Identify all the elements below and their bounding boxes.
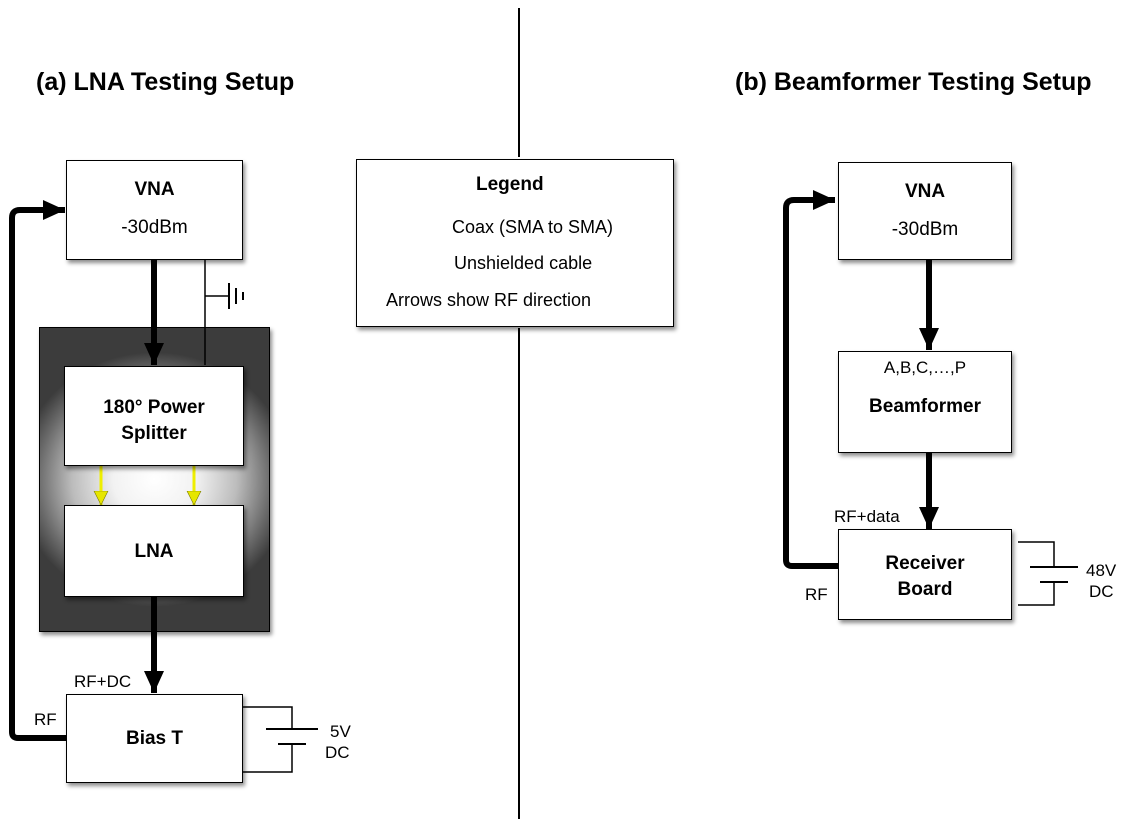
receiver-board-box: Receiver Board xyxy=(838,529,1012,620)
supply-voltage-a: 5V xyxy=(330,722,351,741)
title-lna-setup: (a) LNA Testing Setup xyxy=(36,68,295,96)
supply-type-a: DC xyxy=(325,743,350,762)
coax-receiver-to-vna xyxy=(783,190,838,569)
power-splitter-box: 180° Power Splitter xyxy=(64,366,244,466)
bias-t-label: Bias T xyxy=(125,728,184,749)
supply-type-b: DC xyxy=(1089,582,1114,601)
coax-biast-to-vna xyxy=(9,200,66,741)
legend-note: Arrows show RF direction xyxy=(386,290,592,310)
legend-box xyxy=(356,159,674,327)
lna-box: LNA xyxy=(64,505,244,597)
vna-power-a: -30dBm xyxy=(121,217,188,238)
beamformer-inputs: A,B,C,…,P xyxy=(883,358,967,377)
receiver-label-line2: Board xyxy=(897,579,953,600)
vna-label-a: VNA xyxy=(134,179,175,200)
vna-box-b: VNA -30dBm xyxy=(838,162,1012,260)
ground-icon xyxy=(228,283,244,309)
legend-title: Legend xyxy=(476,174,544,195)
lna-label: LNA xyxy=(134,541,174,562)
vna-box-a: VNA -30dBm xyxy=(66,160,243,260)
battery-5v-icon xyxy=(243,706,318,773)
beamformer-label: Beamformer xyxy=(869,396,981,417)
supply-voltage-b: 48V xyxy=(1086,561,1117,580)
splitter-label-line1: 180° Power xyxy=(103,397,205,418)
rf-dc-label: RF+DC xyxy=(74,672,132,691)
vna-power-b: -30dBm xyxy=(891,219,959,240)
title-beamformer-setup: (b) Beamformer Testing Setup xyxy=(735,68,1092,96)
vna-label-b: VNA xyxy=(904,181,946,202)
battery-48v-icon xyxy=(1018,541,1078,606)
rf-data-label: RF+data xyxy=(834,507,900,526)
beamformer-box: A,B,C,…,P Beamformer xyxy=(838,351,1012,453)
rf-label-a: RF xyxy=(34,710,57,729)
legend-coax-label: Coax (SMA to SMA) xyxy=(452,217,614,237)
rf-label-b: RF xyxy=(805,585,828,604)
legend-unshielded-label: Unshielded cable xyxy=(454,253,593,273)
splitter-label-line2: Splitter xyxy=(121,423,187,444)
receiver-label-line1: Receiver xyxy=(885,553,965,574)
bias-t-box: Bias T xyxy=(66,694,243,783)
